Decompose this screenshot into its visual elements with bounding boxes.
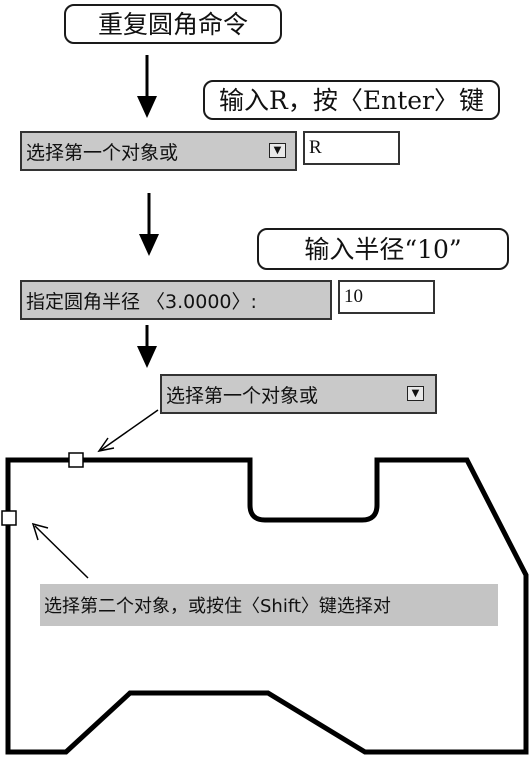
radius-input[interactable]: 10 [338,280,435,314]
prompt-text: 指定圆角半径 〈3.0000〉: [26,290,257,313]
down-arrow-icon [137,55,157,118]
callout-enter-radius: 输入半径“10” [257,228,509,270]
tooltip-text: 选择第二个对象，或按住〈Shift〉键选择对 [44,596,391,617]
prompt-text: 选择第一个对象或 [26,141,179,164]
tooltip-text: 选择第一个对象或 [166,384,319,407]
down-arrow-icon [139,193,159,256]
tooltip-select-second: 选择第二个对象，或按住〈Shift〉键选择对 [40,584,498,626]
command-prompt-specify-radius: 指定圆角半径 〈3.0000〉: [20,280,332,320]
callout-enter-r-text: 输入R，按〈Enter〉键 [219,85,484,115]
callout-repeat-fillet: 重复圆角命令 [64,4,282,44]
pick-box-icon[interactable] [1,510,17,526]
option-input-value: R [309,137,322,158]
part-outline [5,457,529,755]
callout-enter-r: 输入R，按〈Enter〉键 [203,80,500,120]
radius-input-value: 10 [344,286,363,307]
dropdown-arrow-icon[interactable]: ▼ [407,386,424,401]
option-input[interactable]: R [303,131,400,165]
leader-arrow [97,409,159,453]
down-arrow-icon [137,325,157,368]
callout-enter-radius-text: 输入半径“10” [304,234,462,264]
pick-box-icon[interactable] [68,452,84,468]
dropdown-arrow-icon[interactable]: ▼ [269,143,286,158]
callout-repeat-fillet-text: 重复圆角命令 [97,9,248,39]
tooltip-select-first: 选择第一个对象或 ▼ [160,374,437,414]
command-prompt-select-first: 选择第一个对象或 ▼ [20,131,297,171]
leader-arrow [31,522,89,579]
